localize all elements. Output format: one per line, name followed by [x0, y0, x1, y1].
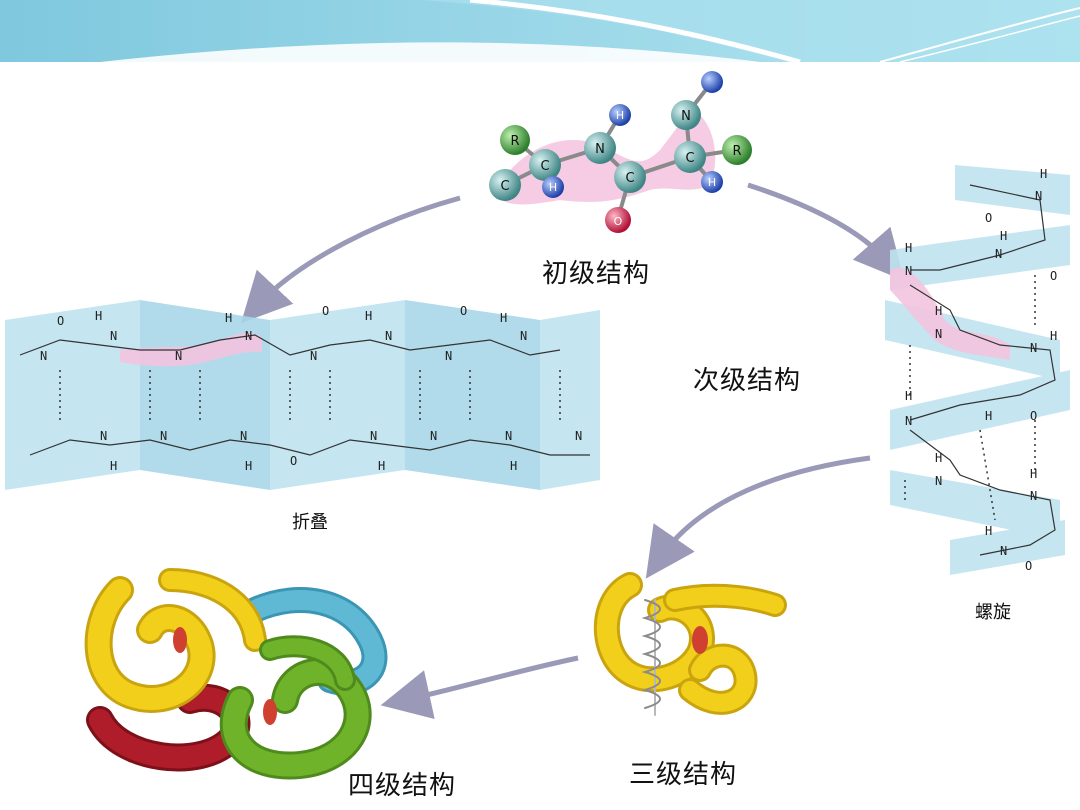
svg-text:H: H — [985, 524, 992, 538]
label-helix: 螺旋 — [975, 602, 1011, 623]
svg-text:N: N — [430, 429, 437, 443]
arrow-to-pleated — [240, 195, 461, 324]
svg-text:H: H — [365, 309, 372, 323]
svg-text:N: N — [1030, 341, 1037, 355]
arrow-to-helix — [747, 182, 905, 281]
atom-c-right-icon: C — [674, 141, 706, 173]
svg-text:H: H — [905, 389, 912, 403]
svg-text:N: N — [905, 414, 912, 428]
svg-text:N: N — [595, 142, 605, 157]
svg-text:C: C — [500, 179, 509, 194]
svg-text:H: H — [905, 241, 912, 255]
svg-text:N: N — [40, 349, 47, 363]
primary-structure-molecule: R C C H N H C O C N R H — [489, 71, 752, 233]
atom-blue-top-icon — [701, 71, 723, 93]
svg-text:R: R — [732, 144, 741, 159]
svg-text:O: O — [1030, 409, 1037, 423]
svg-text:R: R — [510, 134, 519, 149]
arrow-to-quaternary — [380, 655, 579, 720]
svg-text:C: C — [625, 171, 634, 186]
svg-text:H: H — [225, 311, 232, 325]
atom-c-alpha-icon: C — [529, 149, 561, 181]
svg-text:H: H — [1050, 329, 1057, 343]
svg-text:N: N — [935, 327, 942, 341]
svg-text:N: N — [160, 429, 167, 443]
svg-text:O: O — [57, 314, 64, 328]
atom-c-carbonyl-icon: C — [614, 161, 646, 193]
svg-text:N: N — [520, 329, 527, 343]
svg-text:O: O — [290, 454, 297, 468]
svg-text:H: H — [1040, 167, 1047, 181]
atom-h-left-icon: H — [542, 176, 564, 198]
svg-text:O: O — [322, 304, 329, 318]
svg-text:N: N — [575, 429, 582, 443]
svg-text:N: N — [240, 429, 247, 443]
svg-text:C: C — [685, 151, 694, 166]
label-tertiary-structure: 三级结构 — [629, 760, 738, 790]
svg-text:H: H — [95, 309, 102, 323]
svg-text:O: O — [460, 304, 467, 318]
label-quaternary-structure: 四级结构 — [348, 771, 457, 801]
svg-text:H: H — [985, 409, 992, 423]
svg-text:H: H — [549, 181, 557, 194]
svg-text:N: N — [1030, 489, 1037, 503]
svg-text:N: N — [100, 429, 107, 443]
svg-text:H: H — [510, 459, 517, 473]
svg-text:H: H — [616, 109, 624, 122]
svg-text:O: O — [985, 211, 992, 225]
svg-text:H: H — [110, 459, 117, 473]
quaternary-structure — [84, 568, 388, 780]
svg-text:N: N — [1035, 189, 1042, 203]
svg-text:H: H — [245, 459, 252, 473]
atom-h-top-icon: H — [609, 104, 631, 126]
atom-r-left-icon: R — [500, 125, 530, 155]
svg-text:H: H — [1000, 229, 1007, 243]
svg-text:H: H — [378, 459, 385, 473]
svg-text:N: N — [995, 247, 1002, 261]
svg-text:N: N — [310, 349, 317, 363]
atom-h-right-icon: H — [701, 171, 723, 193]
svg-text:N: N — [175, 349, 182, 363]
svg-text:N: N — [505, 429, 512, 443]
flow-arrows — [240, 182, 905, 720]
svg-text:N: N — [681, 109, 691, 124]
svg-text:N: N — [445, 349, 452, 363]
svg-text:O: O — [614, 215, 623, 228]
svg-text:H: H — [500, 311, 507, 325]
svg-text:H: H — [935, 304, 942, 318]
arrow-to-tertiary — [645, 455, 871, 579]
svg-text:N: N — [370, 429, 377, 443]
svg-text:N: N — [935, 474, 942, 488]
atom-c-left-icon: C — [489, 169, 521, 201]
svg-text:N: N — [385, 329, 392, 343]
svg-text:N: N — [905, 264, 912, 278]
svg-text:O: O — [1050, 269, 1057, 283]
svg-text:H: H — [708, 176, 716, 189]
svg-text:N: N — [110, 329, 117, 343]
svg-text:N: N — [1000, 544, 1007, 558]
label-primary-structure: 初级结构 — [542, 259, 651, 289]
atom-r-right-icon: R — [722, 135, 752, 165]
tertiary-structure — [593, 572, 787, 716]
header-band — [0, 0, 1080, 65]
atom-n-right-icon: N — [671, 100, 701, 130]
atom-n-mid-icon: N — [584, 132, 616, 164]
svg-text:O: O — [1025, 559, 1032, 573]
label-pleated-sheet: 折叠 — [292, 512, 328, 533]
svg-text:N: N — [245, 329, 252, 343]
svg-text:H: H — [935, 451, 942, 465]
atom-o-icon: O — [605, 207, 631, 233]
svg-text:C: C — [540, 159, 549, 174]
label-secondary-structure: 次级结构 — [693, 366, 802, 396]
svg-text:H: H — [1030, 467, 1037, 481]
